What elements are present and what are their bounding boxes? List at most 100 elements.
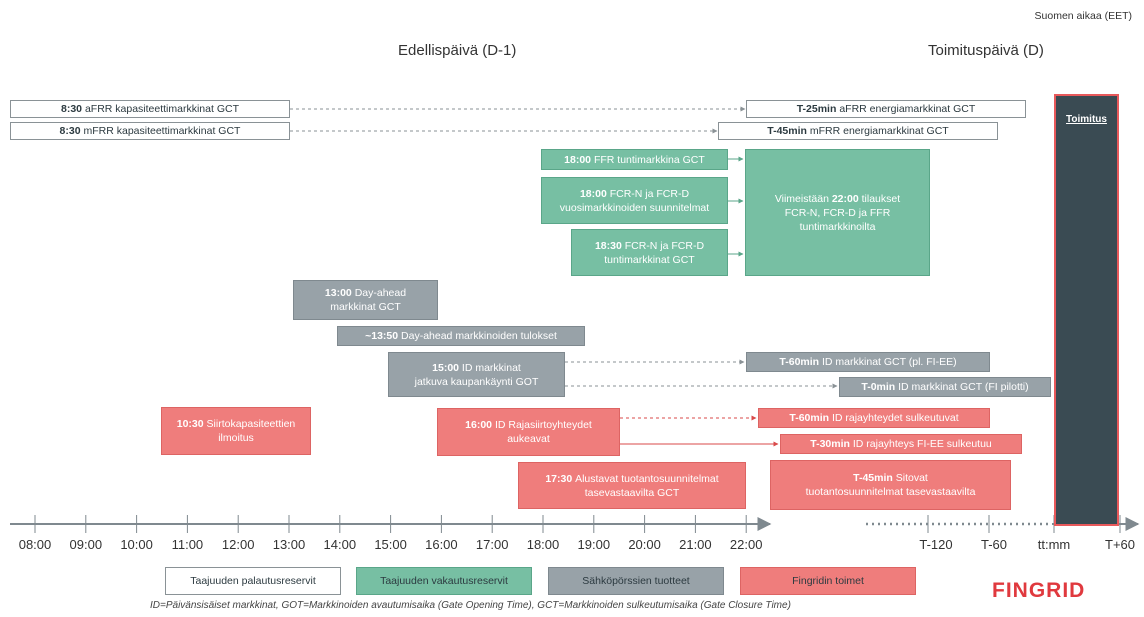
- fingrid-logo: FINGRID: [992, 579, 1086, 602]
- tick-label-t60: T-60: [980, 537, 1007, 552]
- tick-label-1100: 11:00: [171, 537, 204, 552]
- border-fiee-box: T-30min ID rajayhteys FI-EE sulkeutuu: [780, 434, 1022, 454]
- border-close-box: T-60min ID rajayhteydet sulkeutuvat: [758, 408, 990, 428]
- tick-label-2000: 20:00: [628, 537, 661, 552]
- preliminary-plans-time: 17:30: [545, 472, 573, 485]
- border-close-time: T-60min: [789, 412, 830, 424]
- border-fiee-time: T-30min: [810, 438, 850, 450]
- preliminary-plans-line2: tasevastaavilta GCT: [584, 486, 680, 499]
- border-fiee-text: ID rajayhteys FI-EE sulkeutuu: [852, 438, 992, 450]
- id-markets-line1: ID markkinat: [461, 361, 521, 374]
- id-gct-pilot-box: T-0min ID markkinat GCT (FI pilotti): [839, 377, 1051, 397]
- tick-label-1200: 12:00: [221, 537, 255, 552]
- preliminary-plans-line1: Alustavat tuotantosuunnitelmat: [575, 472, 719, 485]
- tick-label-2100: 21:00: [679, 537, 712, 552]
- id-gct-text: ID markkinat GCT (pl. FI-EE): [822, 356, 957, 368]
- orders-time: 22:00: [831, 192, 859, 205]
- afrr-capacity-text: aFRR kapasiteettimarkkinat GCT: [84, 103, 239, 115]
- border-open-time: 16:00: [465, 419, 493, 431]
- mfrr-capacity-text: mFRR kapasiteettimarkkinat GCT: [83, 125, 241, 137]
- tick-label-1500: 15:00: [374, 537, 407, 552]
- afrr-capacity-time: 8:30: [61, 103, 83, 115]
- tick-label-1800: 18:00: [526, 537, 560, 552]
- afrr-energy-text: aFRR energiamarkkinat GCT: [839, 103, 976, 115]
- dayahead-time: 13:00: [324, 287, 352, 299]
- binding-plans-box: T-45min Sitovat tuotantosuunnitelmat tas…: [770, 460, 1011, 510]
- tick-label-ttmm: tt:mm: [1037, 537, 1071, 552]
- afrr-energy-box: T-25min aFRR energiamarkkinat GCT: [746, 100, 1026, 118]
- delivery-label: Toimitus: [1066, 114, 1107, 125]
- ffr-time: 18:00: [564, 153, 592, 166]
- afrr-energy-time: T-25min: [796, 103, 837, 115]
- transfer-capacity-time: 10:30: [176, 418, 204, 430]
- legend-fcr: Taajuuden vakautusreservit: [356, 567, 532, 595]
- fcr-hour-box: 18:30 FCR-N ja FCR-D tuntimarkkinat GCT: [571, 229, 728, 276]
- transfer-capacity-box: 10:30 Siirtokapasiteettien ilmoitus: [161, 407, 311, 455]
- fcr-year-box: 18:00 FCR-N ja FCR-D vuosimarkkinoiden s…: [541, 177, 728, 224]
- id-gct-pilot-time: T-0min: [861, 381, 896, 393]
- border-close-text: ID rajayhteydet sulkeutuvat: [831, 412, 959, 424]
- id-gct-time: T-60min: [779, 356, 820, 368]
- tick-label-0900: 09:00: [69, 537, 103, 552]
- tick-label-1600: 16:00: [425, 537, 458, 552]
- orders-pre: Viimeistään: [774, 192, 829, 205]
- dayahead-line2: markkinat GCT: [330, 301, 401, 313]
- tick-label-t120: T-120: [919, 537, 953, 552]
- axis-ticks: [34, 515, 1121, 533]
- tick-label-0800: 08:00: [18, 537, 52, 552]
- fcr-year-time: 18:00: [579, 187, 607, 200]
- fcr-hour-time: 18:30: [594, 239, 622, 252]
- delivery-column: Toimitus: [1054, 94, 1119, 526]
- legend-exchange: Sähköpörssien tuotteet: [548, 567, 724, 595]
- legend-fingrid: Fingridin toimet: [740, 567, 916, 595]
- mfrr-energy-time: T-45min: [767, 125, 807, 137]
- afrr-capacity-box: 8:30 aFRR kapasiteettimarkkinat GCT: [10, 100, 290, 118]
- border-open-line1: ID Rajasiirtoyhteydet: [494, 419, 592, 431]
- preliminary-plans-box: 17:30 Alustavat tuotantosuunnitelmat tas…: [518, 462, 746, 509]
- binding-plans-line1: Sitovat: [895, 472, 928, 484]
- tick-label-t60-after: T+60: [1105, 537, 1135, 552]
- mfrr-energy-text: mFRR energiamarkkinat GCT: [809, 125, 949, 137]
- dayahead-results-time: ~13:50: [365, 330, 399, 342]
- ffr-text: FFR tuntimarkkina GCT: [593, 153, 705, 166]
- fcr-hour-line2: tuntimarkkinat GCT: [604, 253, 695, 266]
- fcr-orders-box: Viimeistään 22:00 tilaukset FCR-N, FCR-D…: [745, 149, 930, 276]
- delivery-day-heading: Toimituspäivä (D): [928, 42, 1044, 59]
- tick-label-1000: 10:00: [120, 537, 153, 552]
- orders-line3: tuntimarkkinoilta: [799, 220, 876, 233]
- mfrr-capacity-box: 8:30 mFRR kapasiteettimarkkinat GCT: [10, 122, 290, 140]
- orders-line2: FCR-N, FCR-D ja FFR: [784, 206, 891, 219]
- transfer-capacity-line2: ilmoitus: [218, 432, 254, 444]
- fcr-year-line1: FCR-N ja FCR-D: [609, 187, 690, 200]
- id-gct-box: T-60min ID markkinat GCT (pl. FI-EE): [746, 352, 990, 372]
- border-open-box: 16:00 ID Rajasiirtoyhteydet aukeavat: [437, 408, 620, 456]
- border-open-line2: aukeavat: [507, 433, 550, 445]
- id-markets-line2: jatkuva kaupankäynti GOT: [414, 375, 539, 388]
- ffr-box: 18:00 FFR tuntimarkkina GCT: [541, 149, 728, 170]
- tick-label-1700: 17:00: [475, 537, 509, 552]
- tick-label-1900: 19:00: [577, 537, 611, 552]
- dayahead-results-text: Day-ahead markkinoiden tulokset: [401, 330, 557, 342]
- tick-label-2200: 22:00: [729, 537, 763, 552]
- fcr-year-line2: vuosimarkkinoiden suunnitelmat: [559, 201, 710, 214]
- binding-plans-time: T-45min: [853, 472, 893, 484]
- fcr-hour-line1: FCR-N ja FCR-D: [624, 239, 705, 252]
- tick-label-1300: 13:00: [272, 537, 306, 552]
- day-before-heading: Edellispäivä (D-1): [398, 42, 517, 59]
- timezone-label: Suomen aikaa (EET): [1034, 10, 1132, 22]
- id-gct-pilot-text: ID markkinat GCT (FI pilotti): [898, 381, 1029, 393]
- tick-label-1400: 14:00: [323, 537, 357, 552]
- transfer-capacity-line1: Siirtokapasiteettien: [206, 418, 296, 430]
- id-markets-time: 15:00: [432, 361, 459, 374]
- mfrr-energy-box: T-45min mFRR energiamarkkinat GCT: [718, 122, 998, 140]
- legend-frr: Taajuuden palautusreservit: [165, 567, 341, 595]
- footnote: ID=Päivänsisäiset markkinat, GOT=Markkin…: [150, 600, 791, 611]
- orders-post: tilaukset: [861, 192, 901, 205]
- dayahead-box: 13:00 Day-ahead markkinat GCT: [293, 280, 438, 320]
- id-markets-box: 15:00 ID markkinat jatkuva kaupankäynti …: [388, 352, 565, 397]
- dayahead-line1: Day-ahead: [354, 287, 407, 299]
- mfrr-capacity-time: 8:30: [59, 125, 81, 137]
- binding-plans-line2: tuotantosuunnitelmat tasevastaavilta: [805, 486, 976, 498]
- dayahead-results-box: ~13:50 Day-ahead markkinoiden tulokset: [337, 326, 585, 346]
